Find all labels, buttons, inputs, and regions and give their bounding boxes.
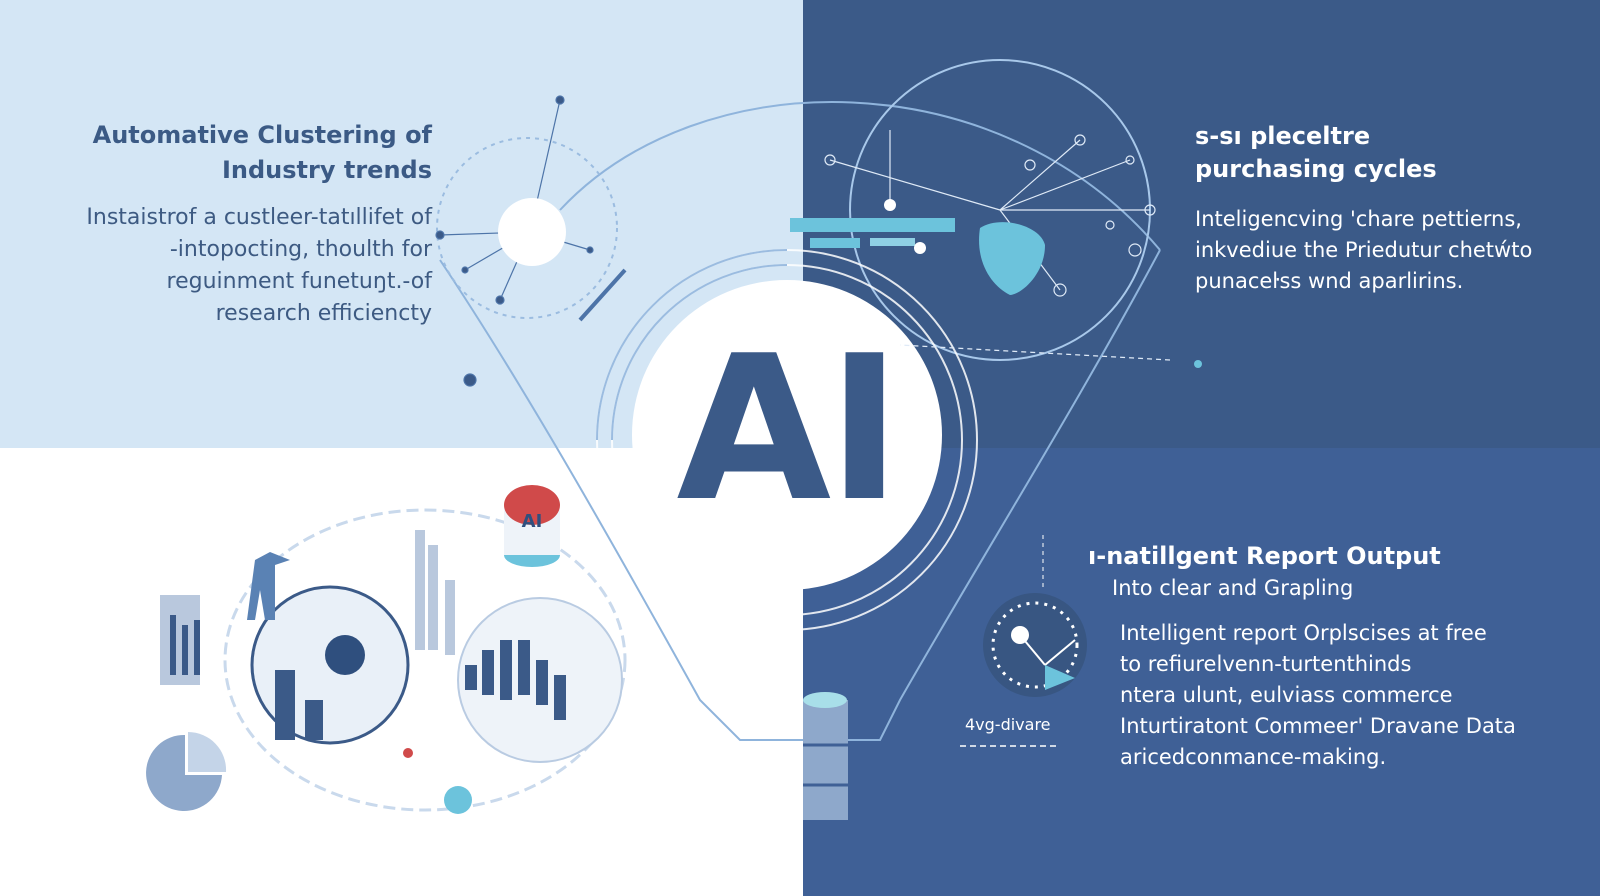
purchasing-body-line: inkvediue the Priedutur chetẃto (1195, 238, 1533, 262)
report-body-line: to refiurelvenn-turtenthinds (1120, 652, 1412, 676)
clustering-body-line: reguinment funetuŋt.-of (166, 269, 432, 294)
report-title: ı-natillgent Report Output (1088, 542, 1441, 570)
clustering-title-line-1: Automative Clustering of (92, 121, 432, 149)
purchasing-body-line: Inteligencving 'chare pettierns, (1195, 207, 1522, 231)
report-body-line: ntera ulunt, eulviass commerce (1120, 683, 1453, 707)
report-body-line: Inturtiratont Commeer' Dravane Data (1120, 714, 1516, 738)
gauge-illustration (960, 535, 1087, 747)
purchasing-body-line: punaceŀss wnd aparlirins. (1195, 269, 1464, 293)
purchasing-title-line-2: purchasing cycles (1195, 155, 1437, 183)
purchasing-section: s-sı pleceltre purchasing cycles Intelig… (1195, 120, 1585, 297)
heart-shape (979, 222, 1045, 295)
report-body-line: Intelligent report Orplscises at free (1120, 621, 1487, 645)
bottom-right-panel (803, 448, 1600, 896)
clustering-body-line: research efficiencty (215, 301, 432, 326)
clustering-body-line: -intopocting, thoulth for (169, 237, 432, 262)
clustering-section: Automative Clustering of Industry trends… (60, 118, 432, 330)
database-icon (803, 692, 848, 820)
clustering-body-line: Instaistrof a custleer-tatıllifet of (86, 205, 432, 230)
report-subtitle: Into clear and Grapling (1112, 576, 1354, 600)
gauge-caption: 4vg-divare (965, 715, 1051, 734)
highlight-node (498, 198, 566, 266)
globe-chart-illustration: AI (146, 485, 627, 814)
purchasing-title-line-1: s-sı pleceltre (1195, 122, 1371, 150)
report-body-line: aricedconmance-making. (1120, 745, 1387, 769)
report-section: ı-natillgent Report Output Into clear an… (1088, 540, 1568, 773)
ai-label: AI (676, 313, 901, 546)
svg-text:AI: AI (522, 511, 543, 532)
ai-circle (632, 280, 942, 590)
clustering-title-line-2: Industry trends (221, 156, 432, 184)
